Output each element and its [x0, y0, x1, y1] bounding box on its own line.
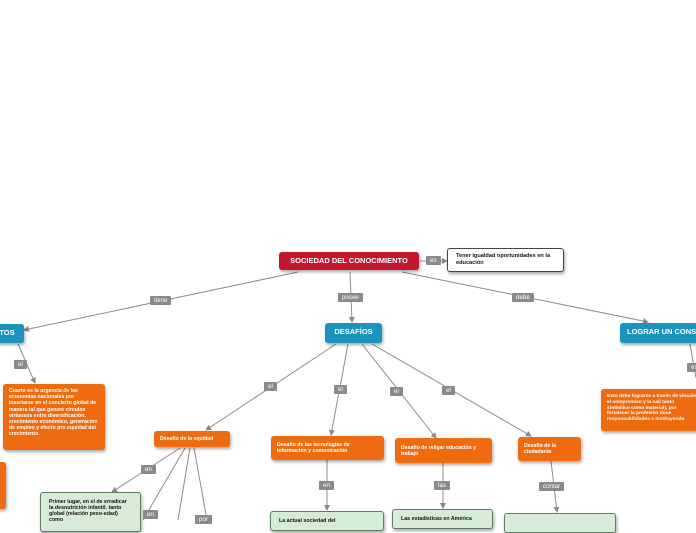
- religar-detail-node[interactable]: Las estadísticas en América: [392, 509, 493, 529]
- tecnologias-node[interactable]: Desafío de las tecnologías de informació…: [271, 436, 384, 460]
- retos-detail-node[interactable]: Cuarto es la urgencia de las economías n…: [3, 384, 105, 450]
- ciudadania-node[interactable]: Desafío de la ciudadanía: [518, 437, 581, 461]
- label-es: es: [426, 256, 441, 265]
- retos-node[interactable]: TOS: [0, 324, 24, 343]
- lograr-detail-node[interactable]: Esto debe lograrse a través de vincule e…: [601, 389, 696, 431]
- desafios-node[interactable]: DESAFÍOS: [325, 323, 382, 343]
- label-el-equidad: el: [264, 382, 277, 391]
- ciudadania-detail-node[interactable]: [504, 513, 616, 533]
- edge-lograr-detail: [689, 343, 696, 379]
- label-el-tecnologias: el: [334, 385, 347, 394]
- label-el-retos: el: [14, 360, 27, 369]
- label-el-ciudadania: el: [442, 386, 455, 395]
- label-las: las: [434, 481, 450, 490]
- label-posee: posee: [338, 293, 363, 302]
- label-es-lograr: es: [687, 363, 696, 372]
- retos-extra-node[interactable]: [0, 462, 6, 509]
- label-en-equidad: en: [141, 465, 156, 474]
- lograr-node[interactable]: LOGRAR UN CONS: [620, 323, 696, 343]
- label-tiene: tiene: [150, 296, 172, 305]
- label-contar: contar: [539, 482, 565, 491]
- edge-equidad-right: [193, 447, 208, 520]
- tecnologias-detail-node[interactable]: La actual sociedad del: [270, 511, 384, 531]
- equidad-node[interactable]: Desafío de la equidad: [154, 431, 230, 447]
- connector-lines: [17, 258, 696, 520]
- label-en-tecnologias: en: [319, 481, 334, 490]
- root-node[interactable]: SOCIEDAD DEL CONOCIMIENTO: [279, 252, 419, 270]
- definition-node[interactable]: Tener igualdad oportunidades en la educa…: [447, 248, 564, 272]
- label-debe: debe: [512, 293, 534, 302]
- equidad-detail-node[interactable]: Primer lugar, en el de erradicar la desn…: [40, 492, 141, 532]
- label-el-religar: el: [390, 387, 403, 396]
- edge-equidad-mid1: [142, 447, 186, 520]
- label-en-equidad-2: en: [143, 510, 158, 519]
- religar-node[interactable]: Desafío de religar educación y trabajo: [395, 438, 492, 463]
- edge-equidad-mid2: [177, 447, 191, 520]
